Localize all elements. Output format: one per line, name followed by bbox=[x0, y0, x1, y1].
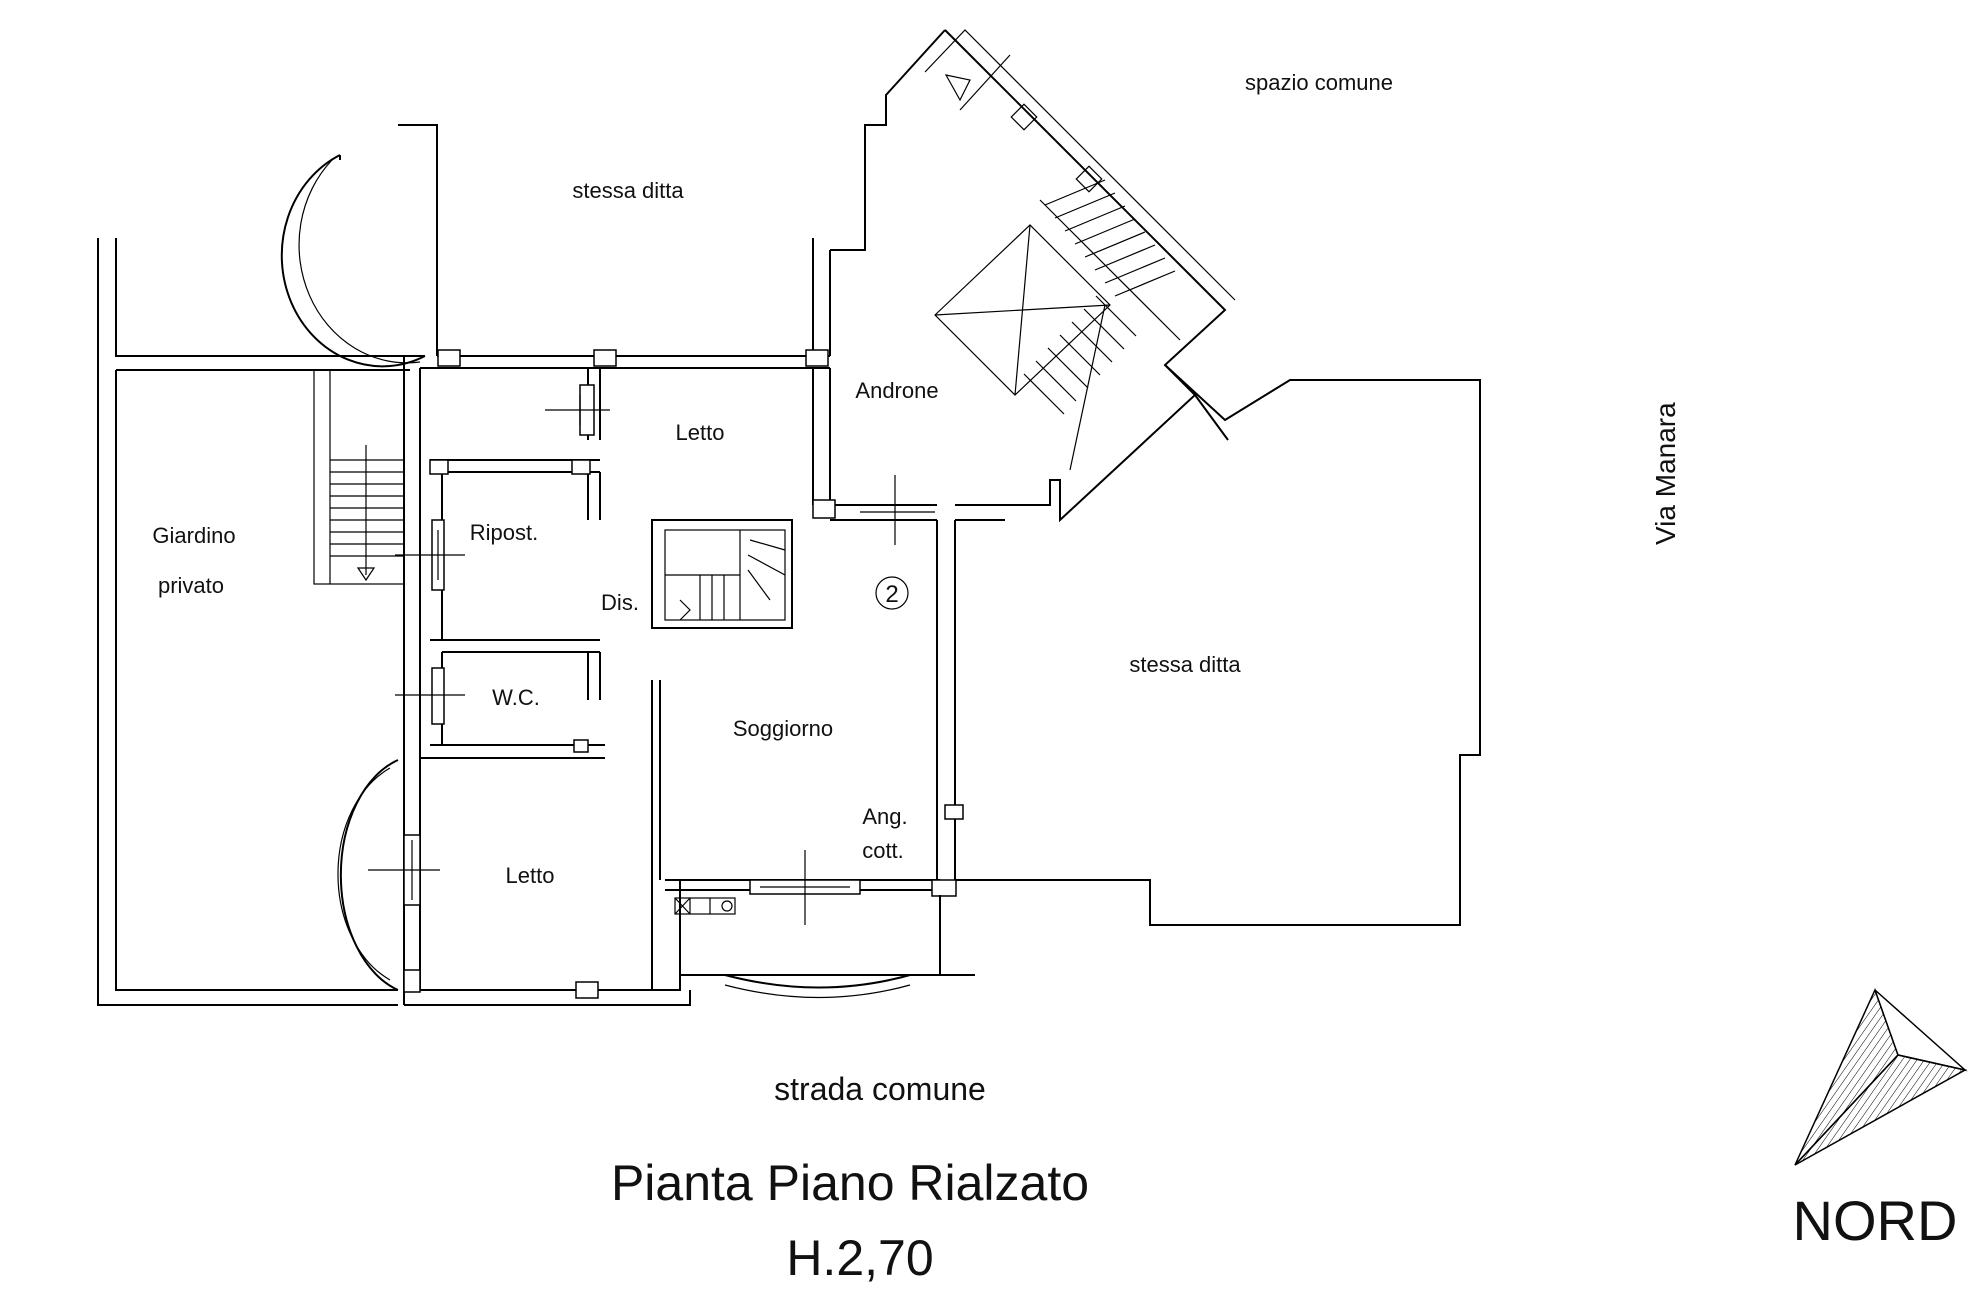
balconies-bottom bbox=[337, 759, 975, 999]
hallway-label: Dis. bbox=[601, 590, 639, 615]
garden-label-line2: privato bbox=[158, 573, 224, 598]
street-name-label: Via Manara bbox=[1650, 402, 1681, 545]
north-arrow-icon bbox=[1794, 988, 1968, 1166]
bedroom-top-label: Letto bbox=[676, 420, 725, 445]
north-label: NORD bbox=[1793, 1189, 1958, 1252]
windows bbox=[368, 349, 964, 999]
kitchenette-label-line2: cott. bbox=[862, 838, 904, 863]
unit-marker-number: 2 bbox=[885, 581, 898, 608]
plan-title: Pianta Piano Rialzato bbox=[611, 1155, 1089, 1211]
wc-label: W.C. bbox=[492, 685, 540, 710]
living-room-label: Soggiorno bbox=[733, 716, 833, 741]
plan-height: H.2,70 bbox=[786, 1230, 933, 1286]
right-property bbox=[1040, 364, 1481, 926]
entrance-hall-label: Androne bbox=[855, 378, 938, 403]
bedroom-bottom-label: Letto bbox=[506, 863, 555, 888]
stair-treads bbox=[1023, 179, 1176, 415]
unit-marker: 2 bbox=[875, 576, 909, 610]
storage-label: Ripost. bbox=[470, 520, 538, 545]
common-road-label: strada comune bbox=[774, 1071, 986, 1107]
interior-stair bbox=[651, 519, 793, 629]
kitchenette-label-line1: Ang. bbox=[862, 804, 907, 829]
common-space-label: spazio comune bbox=[1245, 70, 1393, 95]
kitchen-appliances bbox=[674, 897, 736, 915]
exterior-stair bbox=[313, 369, 405, 585]
garden-boundary bbox=[97, 238, 425, 1006]
androne-block bbox=[830, 29, 1236, 523]
balcony-arc-top bbox=[280, 124, 438, 368]
interior-walls bbox=[420, 368, 653, 990]
same-owner-right-label: stessa ditta bbox=[1129, 652, 1241, 677]
upper-boundary bbox=[437, 238, 831, 369]
same-owner-top-label: stessa ditta bbox=[572, 178, 684, 203]
garden-label-line1: Giardino bbox=[152, 523, 235, 548]
